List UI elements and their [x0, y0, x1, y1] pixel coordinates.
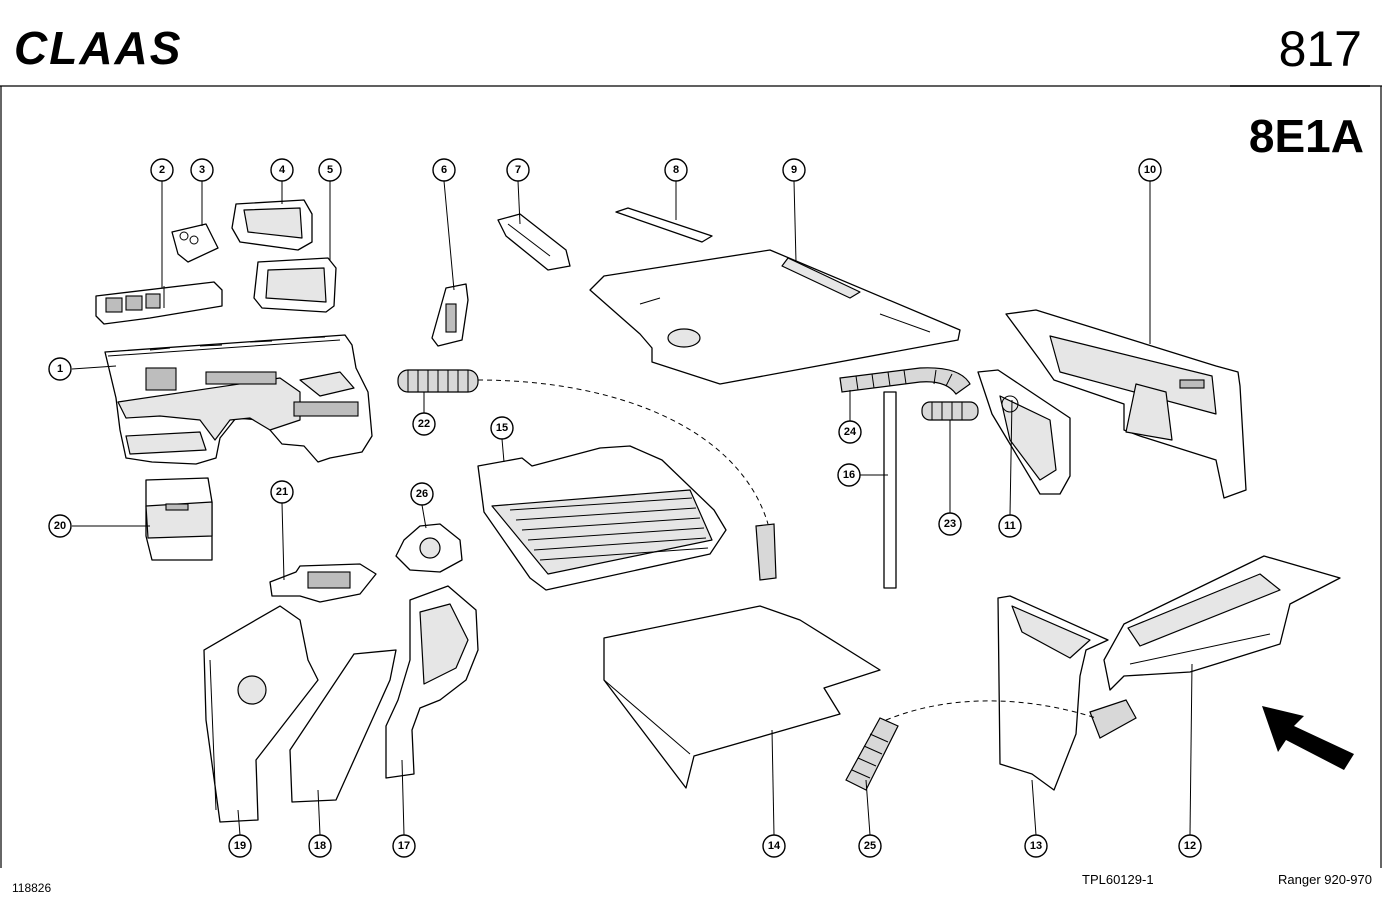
- svg-text:26: 26: [416, 488, 428, 500]
- footer: 118826 TPL60129-1 Ranger 920-970: [12, 872, 1372, 895]
- part-14-floor-mat: [603, 605, 881, 789]
- svg-text:20: 20: [54, 520, 66, 532]
- part-21-bracket: [269, 563, 377, 603]
- svg-text:25: 25: [864, 840, 876, 852]
- svg-text:3: 3: [199, 164, 205, 176]
- header: CLAAS 817 8E1A: [0, 21, 1382, 868]
- part-8-strip: [615, 207, 713, 243]
- svg-text:23: 23: [944, 518, 956, 530]
- callout-14: 14: [762, 834, 786, 858]
- callout-4: 4: [270, 158, 294, 182]
- part-drawings: [95, 199, 1341, 823]
- part-24-hose: [839, 367, 971, 395]
- model-range: Ranger 920-970: [1278, 872, 1372, 887]
- callout-7: 7: [506, 158, 530, 182]
- callout-16: 16: [837, 463, 861, 487]
- part-20-box: [145, 477, 213, 561]
- svg-text:18: 18: [314, 840, 326, 852]
- svg-text:7: 7: [515, 164, 521, 176]
- svg-text:22: 22: [418, 418, 430, 430]
- part-10-side-panel: [1005, 309, 1247, 499]
- svg-text:15: 15: [496, 422, 508, 434]
- callout-19: 19: [228, 834, 252, 858]
- part-3-plate: [171, 223, 219, 263]
- callout-17: 17: [392, 834, 416, 858]
- callout-22: 22: [412, 412, 436, 436]
- part-15-floor-tray: [477, 445, 727, 591]
- claas-logo: CLAAS: [14, 22, 182, 74]
- callout-11: 11: [998, 514, 1022, 538]
- svg-text:21: 21: [276, 486, 288, 498]
- callout-25: 25: [858, 834, 882, 858]
- arrow-up-left-icon: [1262, 706, 1354, 770]
- part-11-duct: [977, 369, 1071, 495]
- callout-20: 20: [48, 514, 72, 538]
- svg-text:10: 10: [1144, 164, 1156, 176]
- callout-1: 1: [48, 357, 72, 381]
- part-6-bracket: [431, 283, 469, 347]
- callout-13: 13: [1024, 834, 1048, 858]
- part-19-pillar: [203, 605, 319, 823]
- connector-line-22-15: [477, 379, 769, 525]
- drawing-reference: TPL60129-1: [1082, 872, 1154, 887]
- hose-elbow-15: [755, 523, 777, 581]
- brand-logo-text: CLAAS: [14, 22, 182, 74]
- part-23-hose: [921, 401, 979, 421]
- svg-text:8: 8: [673, 164, 679, 176]
- svg-text:19: 19: [234, 840, 246, 852]
- svg-text:17: 17: [398, 840, 410, 852]
- callout-3: 3: [190, 158, 214, 182]
- part-18-trim-strip: [289, 649, 397, 803]
- part-2-panel: [95, 281, 223, 325]
- callout-18: 18: [308, 834, 332, 858]
- section-code: 8E1A: [1249, 110, 1364, 162]
- part-1-dashboard: [104, 334, 373, 465]
- part-22-hose: [397, 369, 479, 393]
- svg-text:5: 5: [327, 164, 333, 176]
- callout-24: 24: [838, 420, 862, 444]
- part-7-channel: [497, 213, 571, 271]
- callout-12: 12: [1178, 834, 1202, 858]
- callout-6: 6: [432, 158, 456, 182]
- part-9-roof-panel: [589, 249, 961, 385]
- svg-text:2: 2: [159, 164, 165, 176]
- part-12-lower-duct: [1103, 555, 1341, 691]
- hose-elbow-12: [1089, 699, 1137, 739]
- svg-text:9: 9: [791, 164, 797, 176]
- callout-21: 21: [270, 480, 294, 504]
- part-26-nozzle: [395, 523, 463, 573]
- page-number: 817: [1279, 21, 1362, 77]
- svg-text:14: 14: [768, 840, 781, 852]
- part-17-pillar-cover: [385, 585, 479, 779]
- svg-text:24: 24: [844, 426, 857, 438]
- callout-15: 15: [490, 416, 514, 440]
- connector-line-25-12: [885, 700, 1097, 721]
- footer-left-code: 118826: [12, 881, 51, 895]
- callout-9: 9: [782, 158, 806, 182]
- svg-text:12: 12: [1184, 840, 1196, 852]
- callout-10: 10: [1138, 158, 1162, 182]
- callout-2: 2: [150, 158, 174, 182]
- part-13-corner-panel: [997, 595, 1109, 791]
- callout-23: 23: [938, 512, 962, 536]
- svg-text:1: 1: [57, 363, 63, 375]
- part-25-hose: [845, 717, 899, 791]
- svg-text:4: 4: [279, 164, 286, 176]
- callout-5: 5: [318, 158, 342, 182]
- part-5-frame: [253, 257, 337, 313]
- part-16-rod: [883, 391, 897, 589]
- callouts: 1 2 3 4 5 6 7 8 9 10 11 12 13 14 15 16 1…: [48, 158, 1202, 858]
- svg-text:11: 11: [1004, 520, 1016, 532]
- svg-text:13: 13: [1030, 840, 1042, 852]
- svg-text:16: 16: [843, 469, 855, 481]
- part-4-vent: [231, 199, 313, 251]
- callout-26: 26: [410, 482, 434, 506]
- svg-text:6: 6: [441, 164, 447, 176]
- callout-8: 8: [664, 158, 688, 182]
